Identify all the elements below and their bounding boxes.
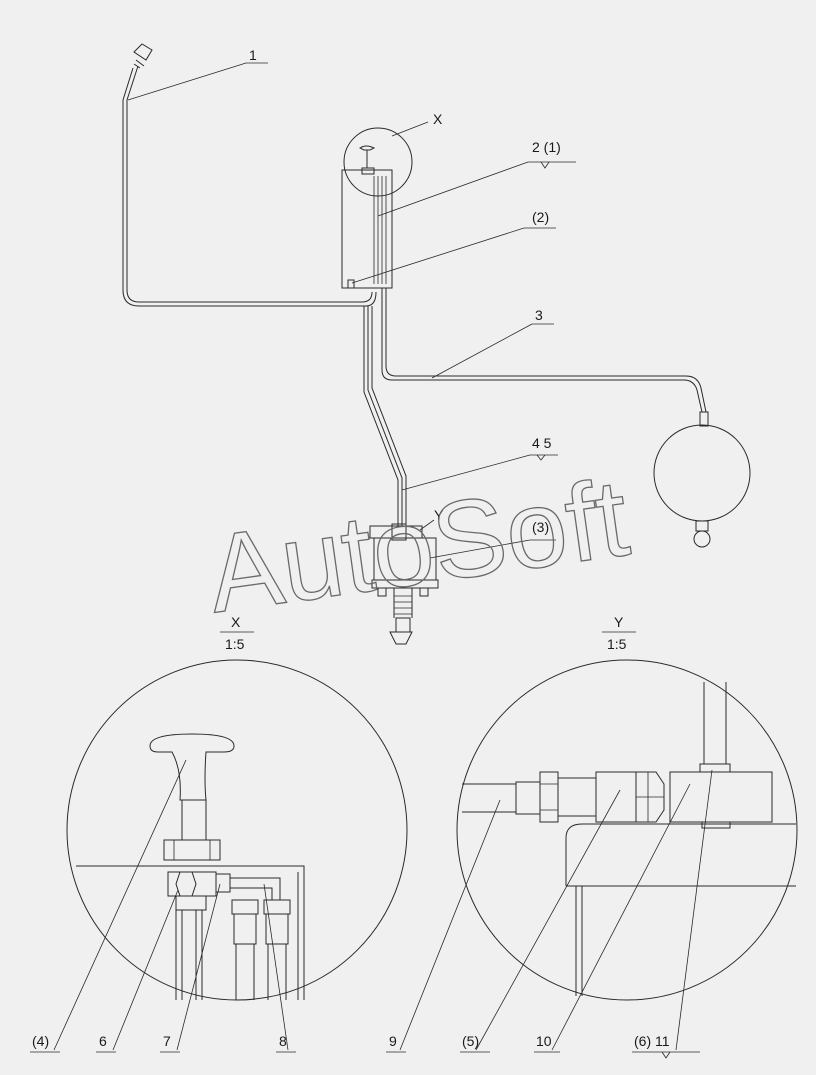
leader-lines-x xyxy=(30,759,296,1053)
callout-4-5: 4 5 xyxy=(532,435,552,451)
detail-x-view xyxy=(66,659,408,1001)
callout-y: Y xyxy=(434,507,444,523)
callout-2-1: 2 (1) xyxy=(532,139,561,155)
callout-paren-5: (5) xyxy=(462,1033,479,1049)
receiver-sphere xyxy=(653,411,751,548)
callout-6: 6 xyxy=(99,1033,107,1049)
watermark-text: AutoSoft xyxy=(201,456,636,637)
detail-x-marker xyxy=(343,127,413,197)
tank-2 xyxy=(341,145,393,289)
pipe-1 xyxy=(122,43,377,307)
callout-paren-2: (2) xyxy=(532,209,549,225)
detail-y-title: Y xyxy=(614,614,624,630)
callout-paren-4: (4) xyxy=(32,1033,49,1049)
pipe-3 xyxy=(381,288,707,413)
callout-1: 1 xyxy=(249,47,257,63)
callout-paren-3: (3) xyxy=(532,519,549,535)
callout-8: 8 xyxy=(279,1033,287,1049)
detail-x-title: X xyxy=(231,614,241,630)
callout-9: 9 xyxy=(389,1033,397,1049)
callout-7: 7 xyxy=(163,1033,171,1049)
callout-x: X xyxy=(433,111,443,127)
leader-lines-y xyxy=(386,769,713,1059)
pipe-4-5 xyxy=(363,306,407,526)
detail-x-scale: 1:5 xyxy=(225,636,245,652)
callout-paren-6-11: (6) 11 xyxy=(634,1033,670,1049)
valve-assembly xyxy=(369,523,439,645)
leader-lines-upper xyxy=(127,62,576,559)
callout-3: 3 xyxy=(535,307,543,323)
detail-y-scale: 1:5 xyxy=(607,636,627,652)
detail-y-view xyxy=(456,659,798,1001)
callout-10: 10 xyxy=(536,1033,552,1049)
